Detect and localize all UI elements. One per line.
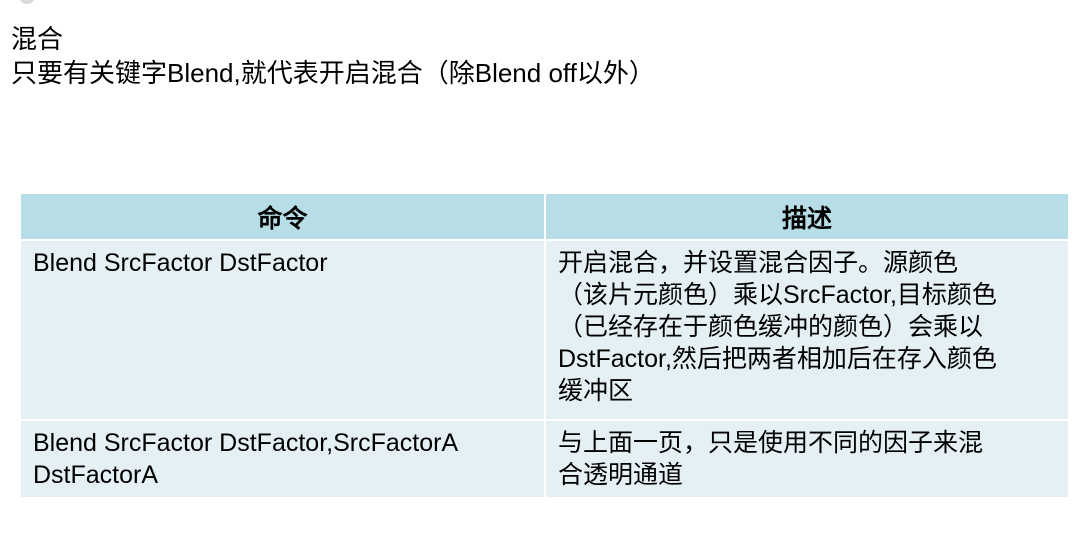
command-cell: Blend SrcFactor DstFactor bbox=[19, 239, 546, 421]
description-line: （该片元颜色）乘以SrcFactor,目标颜色 bbox=[558, 281, 997, 309]
command-text: DstFactorA bbox=[33, 461, 159, 489]
description-cell: 与上面一页，只是使用不同的因子来混 合透明通道 bbox=[544, 419, 1070, 499]
description-line: 合透明通道 bbox=[558, 461, 684, 489]
blend-command-table: 命令 描述 Blend SrcFactor DstFactor 开启混合，并设置… bbox=[19, 192, 1070, 499]
column-header-description: 描述 bbox=[544, 192, 1070, 241]
blend-command-table-container: 命令 描述 Blend SrcFactor DstFactor 开启混合，并设置… bbox=[19, 192, 1070, 499]
column-header-command: 命令 bbox=[19, 192, 546, 241]
description-line: 开启混合，并设置混合因子。源颜色 bbox=[558, 249, 959, 277]
slide-subtitle: 只要有关键字Blend,就代表开启混合（除Blend off以外） bbox=[11, 58, 655, 88]
description-line: 与上面一页，只是使用不同的因子来混 bbox=[558, 429, 984, 457]
command-cell: Blend SrcFactor DstFactor,SrcFactorA Dst… bbox=[19, 419, 546, 499]
slide-title: 混合 bbox=[11, 24, 64, 54]
description-line: （已经存在于颜色缓冲的颜色）会乘以 bbox=[558, 313, 984, 341]
table-row: Blend SrcFactor DstFactor 开启混合，并设置混合因子。源… bbox=[19, 239, 1070, 421]
description-line: 缓冲区 bbox=[558, 377, 634, 405]
corner-decoration bbox=[20, 0, 34, 4]
command-text: Blend SrcFactor DstFactor,SrcFactorA bbox=[33, 429, 459, 457]
table-row: Blend SrcFactor DstFactor,SrcFactorA Dst… bbox=[19, 419, 1070, 499]
description-line: DstFactor,然后把两者相加后在存入颜色 bbox=[558, 345, 997, 373]
description-cell: 开启混合，并设置混合因子。源颜色 （该片元颜色）乘以SrcFactor,目标颜色… bbox=[544, 239, 1070, 421]
table-header-row: 命令 描述 bbox=[19, 192, 1070, 241]
command-text: Blend SrcFactor DstFactor bbox=[33, 249, 328, 277]
